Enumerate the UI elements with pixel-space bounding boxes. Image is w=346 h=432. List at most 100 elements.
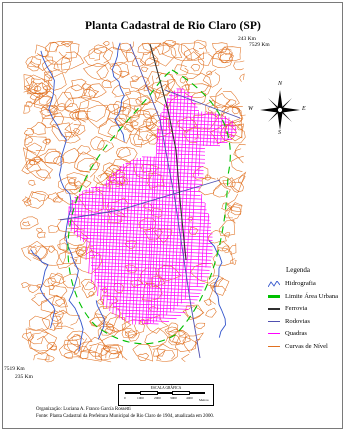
contour-line (205, 100, 227, 117)
contour-line (132, 343, 154, 362)
contour-line (47, 273, 62, 287)
contour-line (130, 119, 139, 127)
map-frame (2, 2, 343, 429)
contour-line (231, 171, 247, 192)
block-line (216, 112, 220, 145)
contour-line (31, 191, 50, 203)
contour-line (74, 180, 82, 187)
block-line (141, 156, 206, 160)
contour-line (221, 245, 230, 254)
contour-line (161, 41, 183, 59)
contour-line (61, 51, 85, 71)
contour-line (122, 97, 146, 119)
contour-line (154, 43, 170, 55)
contour-line (209, 123, 237, 144)
contour-line (50, 310, 64, 322)
legend-label-curvas: Curvas de Nível (285, 342, 328, 350)
contour-line (219, 121, 246, 144)
coord-top-northing: 7529 Km (249, 42, 270, 48)
contour-line (117, 146, 138, 163)
contour-line (54, 309, 81, 330)
contour-line (71, 109, 89, 120)
road-line (59, 179, 221, 221)
contour-line (38, 148, 61, 164)
legend-item-rodovias: Rodovias (266, 317, 346, 330)
river-line (111, 42, 125, 142)
contour-line (183, 127, 199, 143)
contour-line (112, 41, 134, 52)
block-line (103, 175, 111, 306)
block-line (91, 186, 97, 283)
contour-line (98, 117, 124, 139)
contour-line (37, 231, 46, 239)
contour-line (170, 43, 192, 62)
scale-ticks: 0 1000 2000 3000 4000 Metros (123, 396, 211, 402)
contour-line (27, 284, 41, 294)
contour-line (56, 103, 66, 112)
contour-line (166, 334, 181, 346)
block-line (97, 184, 104, 297)
contour-line (113, 283, 125, 293)
block-line (100, 180, 107, 301)
contour-line (219, 46, 242, 62)
contour-line (111, 84, 131, 98)
contour-line (64, 122, 86, 137)
contour-line (25, 142, 43, 161)
block-line (153, 103, 165, 324)
credits-organization: Organização: Luciana A. Franco García Ro… (36, 407, 131, 412)
contour-line (145, 57, 160, 67)
contour-line (218, 176, 232, 185)
contour-line (129, 113, 155, 133)
legend-label-quadras: Quadras (285, 330, 307, 337)
block-line (85, 187, 90, 261)
contour-line (47, 225, 59, 233)
contour-line (212, 247, 234, 266)
legend-item-limite-urbano: Limite Área Urbana (266, 292, 346, 305)
contour-line (137, 121, 159, 142)
legend-label-limite-urbano: Limite Área Urbana (285, 292, 339, 300)
contour-line (46, 342, 57, 350)
contour-line (80, 278, 96, 291)
contour-line (32, 90, 57, 112)
contour-line (71, 334, 82, 341)
contour-line (49, 345, 57, 351)
contour-line (31, 292, 48, 307)
contour-line (107, 123, 132, 144)
block-line (156, 136, 233, 140)
block-line (106, 172, 114, 309)
contour-line (156, 350, 176, 361)
contour-line (147, 80, 171, 100)
block-line (109, 169, 118, 312)
contour-line (209, 92, 231, 109)
block-line (128, 157, 138, 324)
contour-line (149, 44, 177, 67)
north-arrow: N S W E (248, 81, 306, 136)
contour-line (42, 277, 57, 287)
compass-east-label: E (302, 106, 306, 112)
block-line (108, 302, 192, 307)
block-line (164, 105, 198, 108)
contour-line (41, 311, 62, 331)
contour-line (102, 41, 110, 47)
block-line (116, 170, 204, 175)
block-line (156, 142, 221, 147)
contour-line (23, 74, 35, 90)
contour-line (124, 264, 138, 273)
contour-line (48, 285, 55, 291)
railway-layer (149, 43, 187, 261)
contour-line (224, 123, 244, 142)
block-line (68, 210, 210, 218)
contour-line (181, 353, 190, 363)
contour-line (40, 294, 68, 316)
contour-line (29, 92, 43, 101)
contour-line (107, 207, 126, 223)
road-line (164, 89, 241, 119)
contour-line (83, 46, 114, 67)
legend-item-quadras: Quadras (266, 329, 346, 342)
block-line (156, 149, 206, 153)
contour-line (83, 62, 109, 80)
map-credits: Organização: Luciana A. Franco García Ro… (36, 406, 336, 420)
block-line (213, 112, 216, 145)
block-line (156, 97, 169, 322)
